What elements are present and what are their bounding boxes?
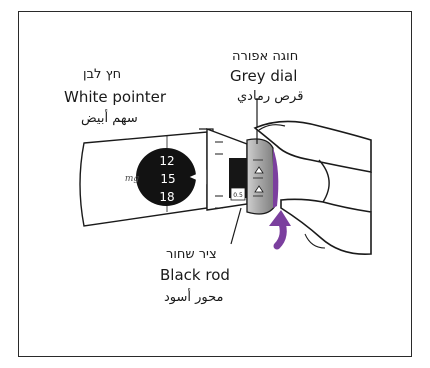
rod-scale-value: 0.5 [233,192,243,199]
figure-frame: 12 15 18 mg 0.5 חץ לבן White pointer سهم… [18,11,412,357]
black-rod-label-hebrew: ציר שחור [166,248,217,261]
black-rod-leader [231,208,241,244]
grey-dial [247,139,275,214]
dose-number-12: 12 [159,154,174,168]
dose-number-15: 15 [160,172,175,186]
black-rod-label-arabic: محور أسود [164,291,224,304]
hand-lower-finger [281,199,371,254]
white-pointer-label-arabic: سهم أبيض [81,112,138,125]
black-rod-label-english: Black rod [160,268,230,283]
white-pointer-label-hebrew: חץ לבן [83,68,121,81]
grey-dial-label-arabic: قرص رمادي [237,90,303,103]
dose-number-18: 18 [159,190,174,204]
grey-dial-label-english: Grey dial [230,69,297,84]
dose-unit-mg: mg [125,174,140,184]
grey-dial-label-hebrew: חוגה אפורה [232,50,298,63]
white-pointer-label-english: White pointer [64,90,166,105]
dial-purple-edge [273,148,278,208]
